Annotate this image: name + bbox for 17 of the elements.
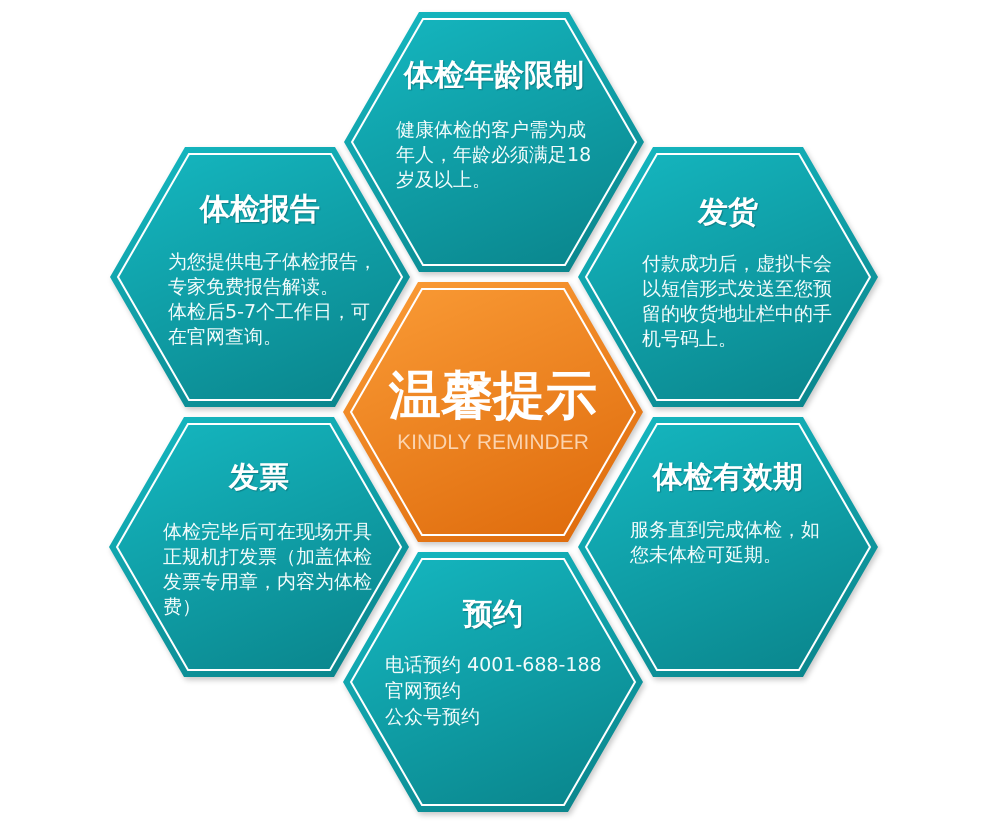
- title: 温馨提示: [388, 366, 598, 426]
- heading: 预约: [462, 597, 524, 633]
- subtitle: KINDLY REMINDER: [396, 431, 590, 455]
- body-text: 官网预约: [385, 679, 462, 704]
- body-text: 付款成功后，虚拟卡会以短信形式发送至您预留的收货地址栏中的手机号码上。: [642, 252, 833, 352]
- heading: 体检报告: [198, 192, 321, 228]
- body-text: 公众号预约: [385, 705, 481, 730]
- heading: 体检年龄限制: [402, 58, 585, 94]
- heading: 体检有效期: [651, 460, 804, 496]
- body-text: 体检完毕后可在现场开具正规机打发票（加盖体检发票专用章，内容为体检费）: [163, 520, 373, 620]
- heading: 发货: [696, 195, 759, 231]
- heading: 发票: [228, 460, 290, 496]
- body-text: 为您提供电子体检报告，专家免费报告解读。: [168, 250, 378, 300]
- body-text: 体检后5-7个工作日，可在官网查询。: [168, 300, 372, 350]
- body-text: 健康体检的客户需为成年人，年龄必须满足18岁及以上。: [396, 118, 592, 193]
- body-text: 电话预约 4001-688-188: [385, 653, 603, 678]
- body-text: 服务直到完成体检，如您未体检可延期。: [630, 518, 821, 568]
